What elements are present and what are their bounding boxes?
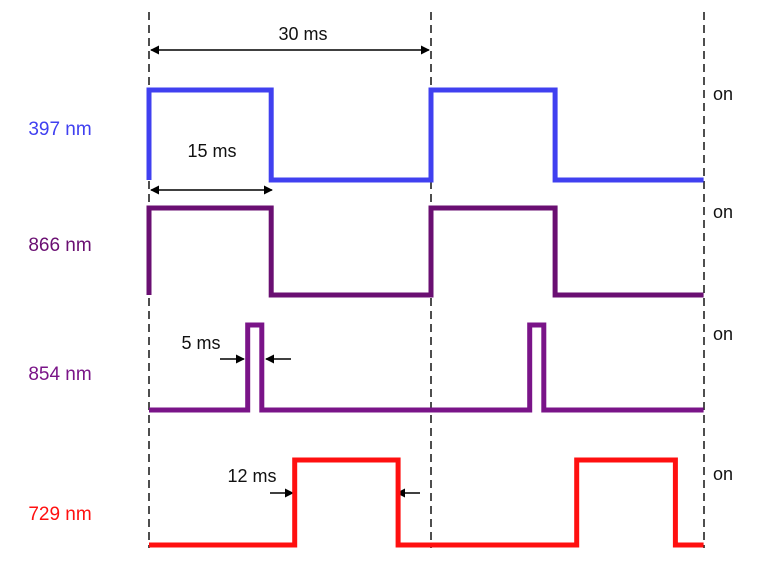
width-397-label: 15 ms [187,141,236,161]
waveform-729-nm [149,457,704,548]
wavelength-label-854: 854 nm [28,364,91,385]
state-label-854: on [713,324,733,344]
signal-row-397: 397 nm on [28,84,733,183]
delay-729-label: 12 ms [227,466,276,486]
width-854-dimension: 5 ms [181,333,291,364]
waveform-854-nm [149,322,704,413]
signal-row-866: 866 nm on [28,202,733,298]
wavelength-label-729: 729 nm [28,504,91,525]
period-dimension: 30 ms [150,24,430,55]
state-label-866: on [713,202,733,222]
waveform-866-nm [146,205,704,298]
wavelength-label-866: 866 nm [28,235,91,256]
state-label-397: on [713,84,733,104]
wavelength-label-397: 397 nm [28,119,91,140]
state-label-729: on [713,464,733,484]
width-397-dimension: 15 ms [150,141,273,195]
signal-row-854: 854 nm on [28,322,733,413]
period-label: 30 ms [278,24,327,44]
signal-row-729: 729 nm on [28,457,733,548]
waveform-397-nm [146,87,704,183]
delay-729-dimension: 12 ms [227,466,420,498]
width-854-label: 5 ms [181,333,220,353]
